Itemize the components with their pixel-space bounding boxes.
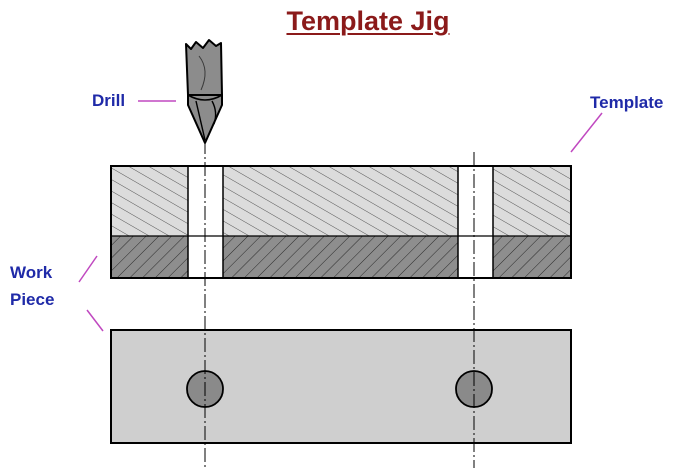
work-piece-label: Work Piece [10, 262, 54, 310]
template-plate [111, 166, 571, 236]
template-label: Template [590, 93, 664, 112]
diagram-title: Template Jig [286, 6, 450, 36]
drill-label: Drill [92, 91, 126, 110]
work-piece-top-view [110, 329, 572, 444]
work-piece-section [111, 236, 571, 278]
section-outline [110, 165, 572, 279]
work-leader-line-upper [78, 255, 98, 283]
hole-right-section [458, 166, 493, 278]
work-piece-label-line2: Piece [10, 290, 55, 309]
work-leader-line-lower [86, 309, 104, 332]
drill-bit [185, 39, 223, 144]
template-leader-line [570, 112, 603, 153]
work-piece-label-line1: Work [10, 263, 53, 282]
